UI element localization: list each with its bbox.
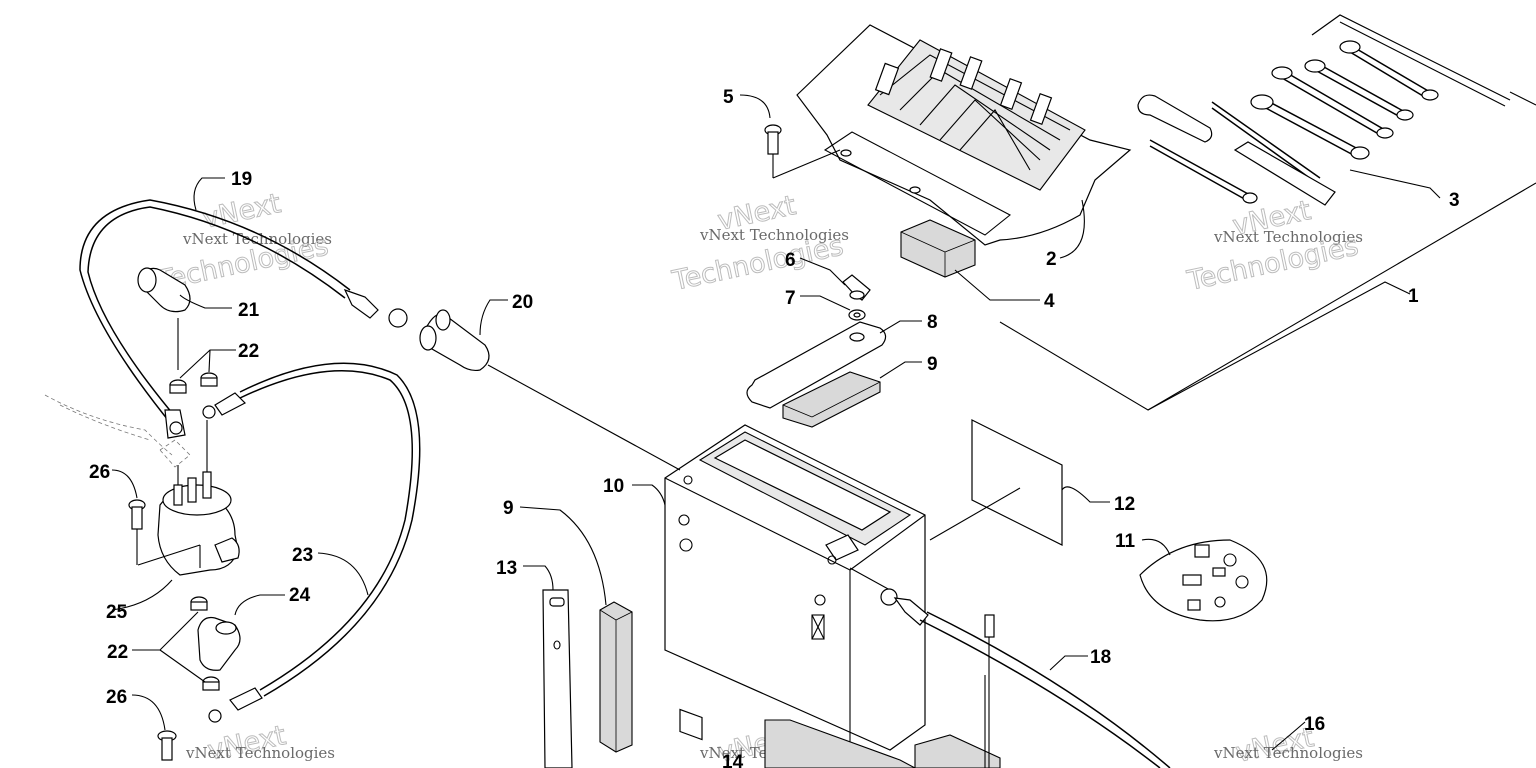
battery-tray-14: [764, 719, 1001, 768]
stud-bolt: [984, 614, 995, 768]
callout-1: 1: [1408, 286, 1419, 307]
callout-22-upper: 22: [238, 341, 259, 362]
callout-20: 20: [512, 292, 533, 313]
callout-7: 7: [785, 288, 796, 309]
tool-set: [1137, 14, 1511, 206]
nut-22-b: [200, 372, 218, 387]
callout-19: 19: [231, 169, 252, 190]
cable-19: [79, 199, 408, 439]
svg-text:vNext Technologies: vNext Technologies: [182, 230, 332, 248]
callout-24: 24: [289, 585, 311, 606]
screw-26-b: [157, 730, 177, 761]
nut-22-a: [169, 379, 187, 394]
callout-6: 6: [785, 250, 796, 271]
callout-26-lower: 26: [106, 687, 127, 708]
callout-25: 25: [106, 602, 128, 623]
nut-22-c: [190, 596, 208, 611]
foam-block-4: [900, 219, 976, 278]
foam-pad-9-lower: [599, 601, 633, 753]
svg-text:vNext Technologies: vNext Technologies: [1213, 744, 1363, 762]
svg-text:vNext Technologies: vNext Technologies: [185, 744, 335, 762]
svg-text:vNext: vNext: [200, 188, 284, 235]
callout-26-upper: 26: [89, 462, 110, 483]
callout-14: 14: [722, 752, 744, 768]
callout-16: 16: [1304, 714, 1325, 735]
callout-2: 2: [1046, 249, 1057, 270]
cable-18: [849, 567, 1171, 768]
watermark-bottom-left: vNext vNext Technologies: [185, 720, 335, 768]
decal-12: [929, 419, 1063, 546]
wing-nut-6: [842, 274, 871, 301]
callout-8: 8: [927, 312, 938, 333]
callout-5: 5: [723, 87, 734, 108]
solenoid-25: [137, 420, 240, 576]
battery-10: [664, 424, 926, 768]
washer-7: [848, 309, 866, 321]
callout-11: 11: [1115, 531, 1136, 552]
callout-12: 12: [1114, 494, 1135, 515]
leader-lines: [111, 94, 1441, 751]
watermark-right: vNext vNext Technologies Technologies: [1184, 195, 1363, 298]
nut-22-d: [202, 676, 220, 691]
tool-tray: [796, 24, 1132, 246]
svg-text:vNext Technologies: vNext Technologies: [699, 226, 849, 244]
callout-3: 3: [1449, 190, 1460, 211]
callout-9-upper: 9: [927, 354, 938, 375]
watermark-bottom-right: vNext vNext Technologies: [1213, 722, 1363, 768]
hardware-kit-11: [1139, 539, 1268, 622]
boot-21: [137, 267, 191, 370]
screw-26-a: [128, 499, 146, 565]
callout-4: 4: [1044, 291, 1055, 312]
foam-pad-9-upper: [782, 371, 881, 428]
callout-21: 21: [238, 300, 260, 321]
callout-10: 10: [603, 476, 624, 497]
callout-9-lower: 9: [503, 498, 514, 519]
callout-23: 23: [292, 545, 313, 566]
callout-18: 18: [1090, 647, 1111, 668]
cable-23: [202, 362, 421, 723]
watermark-center: vNext vNext Technologies Technologies: [669, 190, 849, 298]
strap-13: [542, 589, 573, 768]
callouts: 1 2 3 4 5 6 7 8 9 9 10 11 12 13 14 16 18…: [89, 87, 1460, 768]
callout-13: 13: [496, 558, 517, 579]
boot-24: [197, 616, 241, 671]
boot-20: [419, 309, 681, 471]
wiring-harness: [44, 394, 191, 468]
hold-down-strap-8: [746, 321, 887, 409]
svg-text:vNext Technologies: vNext Technologies: [1213, 228, 1363, 246]
screw-5: [764, 124, 841, 179]
watermark-left: vNext vNext Technologies Technologies: [154, 188, 332, 298]
callout-22-lower: 22: [107, 642, 128, 663]
